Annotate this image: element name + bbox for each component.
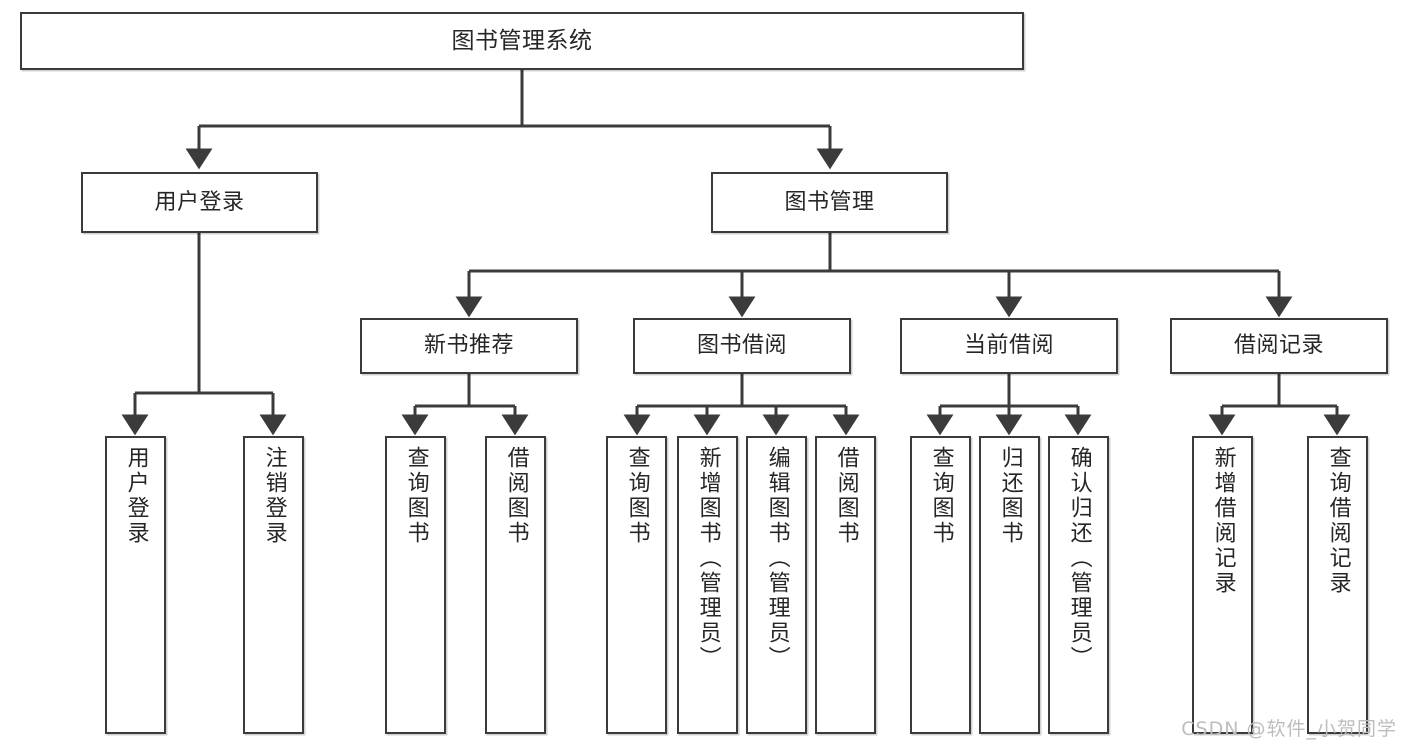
node-label: 注销登录 [261,446,287,546]
node-label: 借阅图书 [833,446,859,546]
leaf-record-query-record[interactable]: 查询借阅记录 [1307,436,1368,734]
node-label: 新增图书（管理员） [695,446,721,671]
node-new-book-recommend[interactable]: 新书推荐 [360,318,578,374]
node-label: 查询图书 [624,446,650,546]
node-label: 图书管理系统 [451,27,593,54]
node-label: 借阅图书 [503,446,529,546]
leaf-new-book-borrow[interactable]: 借阅图书 [485,436,546,734]
leaf-user-login-login[interactable]: 用户登录 [105,436,166,734]
leaf-borrow-add-book-admin[interactable]: 新增图书（管理员） [677,436,738,734]
node-label: 图书管理 [784,189,875,215]
leaf-borrow-edit-book-admin[interactable]: 编辑图书（管理员） [746,436,807,734]
node-borrow-record[interactable]: 借阅记录 [1170,318,1388,374]
node-label: 查询借阅记录 [1325,446,1351,596]
node-label: 新增借阅记录 [1210,446,1236,596]
node-label: 归还图书 [997,446,1023,546]
csdn-watermark: CSDN @软件_小贺同学 [1181,718,1397,740]
node-label: 图书借阅 [696,333,787,359]
node-label: 用户登录 [123,446,149,546]
leaf-current-return-book[interactable]: 归还图书 [979,436,1040,734]
node-label: 编辑图书（管理员） [764,446,790,671]
node-label: 新书推荐 [423,333,514,359]
node-current-borrow[interactable]: 当前借阅 [900,318,1118,374]
node-label: 确认归还（管理员） [1066,446,1092,671]
node-book-management[interactable]: 图书管理 [711,172,948,233]
node-book-borrow[interactable]: 图书借阅 [633,318,851,374]
leaf-borrow-borrow-book[interactable]: 借阅图书 [815,436,876,734]
leaf-new-book-query[interactable]: 查询图书 [385,436,446,734]
node-label: 查询图书 [928,446,954,546]
leaf-current-confirm-return-admin[interactable]: 确认归还（管理员） [1048,436,1109,734]
node-label: 当前借阅 [963,333,1054,359]
node-root-book-management-system[interactable]: 图书管理系统 [20,12,1024,70]
leaf-borrow-query-book[interactable]: 查询图书 [606,436,667,734]
node-label: 查询图书 [403,446,429,546]
leaf-current-query-book[interactable]: 查询图书 [910,436,971,734]
node-label: 借阅记录 [1233,333,1324,359]
leaf-user-login-logout[interactable]: 注销登录 [243,436,304,734]
node-user-login[interactable]: 用户登录 [81,172,318,233]
node-label: 用户登录 [154,189,245,215]
leaf-record-add-record[interactable]: 新增借阅记录 [1192,436,1253,734]
